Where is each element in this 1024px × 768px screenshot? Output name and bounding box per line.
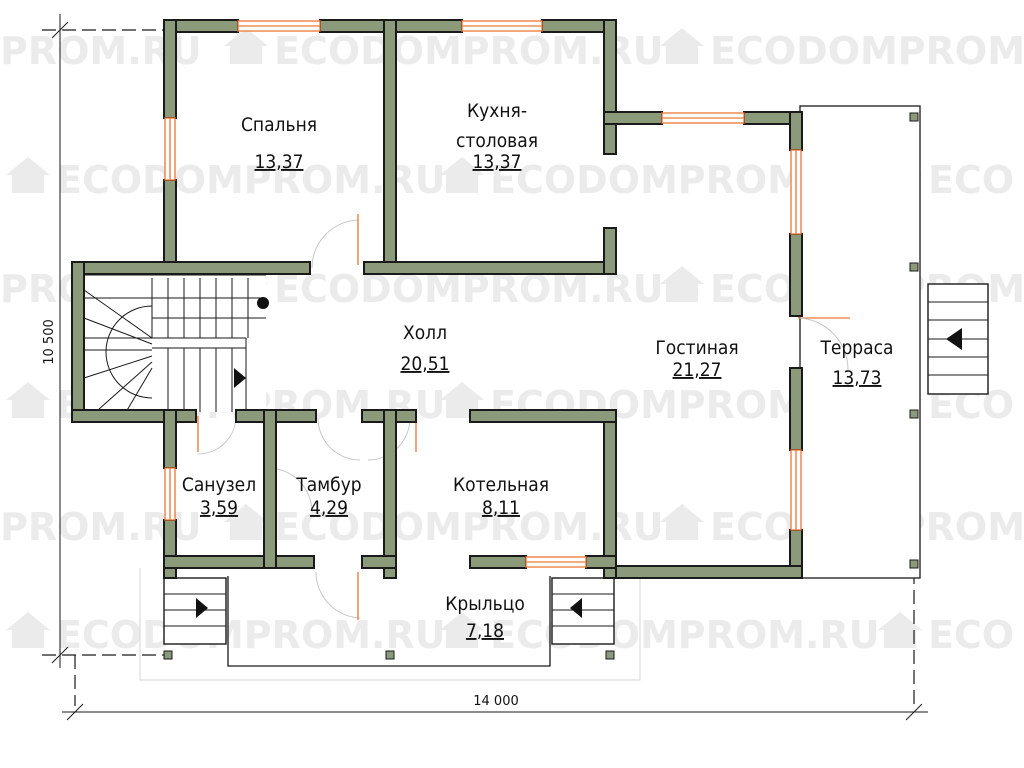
watermark: ECO [928,158,1014,202]
room-boiler-area: 8,11 [482,497,520,519]
arrow-left-icon [570,598,582,618]
room-kitchen-area: 13,37 [473,151,522,173]
staircase [83,272,269,413]
room-porch-name: Крыльцо [445,593,525,615]
room-boiler-name: Котельная [453,474,549,496]
room-terrace: Терраса 13,73 [819,337,893,389]
terrace-post [909,409,919,419]
overall-width-dimension: 14 000 [473,694,519,709]
watermark: ECODOMPROM.RU [56,158,446,202]
watermark: ECODOMPROM.RU [490,613,880,657]
room-kitchen-name-line1: Кухня- [467,100,527,122]
watermark-house-icon [440,612,484,648]
room-kitchen-name-line2: столовая [456,130,538,152]
room-living-area: 21,27 [673,359,722,381]
overall-height-dimension: 10 500 [42,319,57,365]
room-bathroom: Санузел 3,59 [182,474,256,519]
room-living-name: Гостиная [655,337,738,359]
arrow-right-icon [234,368,246,388]
watermark-house-icon [6,382,50,418]
room-vestibule-area: 4,29 [310,497,348,519]
terrace [799,105,989,579]
watermark-house-icon [440,157,484,193]
porch-post [163,650,173,660]
watermark: ECODOMPROM.R [710,29,1024,73]
windows [164,20,802,568]
terrace-steps [927,283,989,395]
room-labels: Спальня 13,37 Кухня- столовая 13,37 Холл… [182,100,894,642]
walls [71,19,803,579]
room-living: Гостиная 21,27 [655,337,738,381]
watermark-house-icon [224,28,268,64]
arrow-right-icon [196,598,208,618]
watermark-house-icon [660,28,704,64]
porch-steps-left [163,577,227,645]
room-hall-area: 20,51 [401,353,450,375]
terrace-post [909,559,919,569]
room-hall: Холл 20,51 [401,322,450,375]
room-terrace-name: Терраса [819,337,893,359]
room-hall-name: Холл [403,322,447,344]
terrace-outline [799,105,921,579]
dimension-lines: 14 000 10 500 [42,14,928,721]
watermark-house-icon [660,266,704,302]
porch-post [385,650,395,660]
room-porch-area: 7,18 [466,620,504,642]
terrace-post [909,112,919,122]
arrow-left-icon [946,328,962,350]
room-bedroom: Спальня 13,37 [241,114,317,173]
porch-post [605,650,615,660]
room-kitchen: Кухня- столовая 13,37 [456,100,538,173]
stair-start-marker [257,297,269,309]
room-porch: Крыльцо 7,18 [445,593,525,642]
watermark-house-icon [660,504,704,540]
porch [139,568,641,681]
watermark-house-icon [878,612,922,648]
room-vestibule-name: Тамбур [295,474,361,496]
room-boiler: Котельная 8,11 [453,474,549,519]
room-bathroom-area: 3,59 [200,497,238,519]
room-bedroom-name: Спальня [241,114,317,136]
room-vestibule: Тамбур 4,29 [295,474,361,519]
terrace-post [909,262,919,272]
room-bathroom-name: Санузел [182,474,256,496]
watermark-house-icon [6,157,50,193]
room-terrace-area: 13,73 [833,367,882,389]
watermark: ECODOMPROM.RU [274,505,664,549]
watermark-house-icon [224,504,268,540]
porch-steps-right [551,577,615,645]
watermark-house-icon [6,612,50,648]
room-bedroom-area: 13,37 [255,151,304,173]
watermark: ECODOMPROM.RU [274,29,664,73]
watermark: ECODOMPROM.RU [56,613,446,657]
watermark: ECO [928,613,1014,657]
